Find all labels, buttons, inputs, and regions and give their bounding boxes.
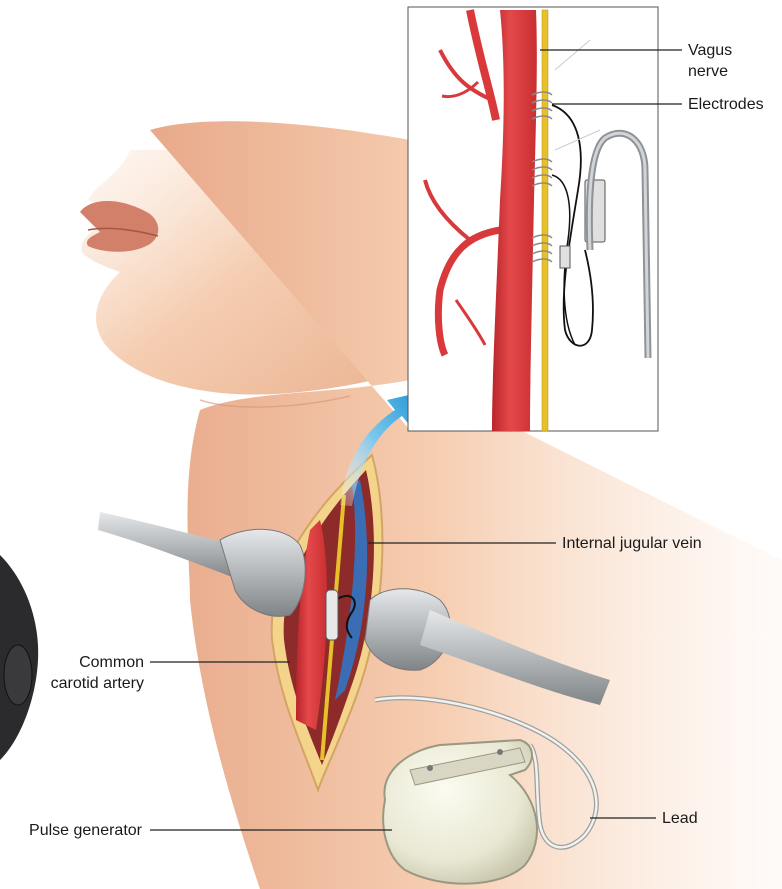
label-lead: Lead [662,808,698,829]
label-electrodes: Electrodes [688,94,764,115]
label-pulse-generator: Pulse generator [29,820,142,841]
label-vagus-line2: nerve [688,61,732,82]
detail-inset [408,7,658,431]
label-vagus-line1: Vagus [688,40,732,61]
label-vagus-nerve: Vagus nerve [688,40,732,82]
label-carotid-line2: carotid artery [51,673,144,694]
label-carotid-line1: Common [51,652,144,673]
label-internal-jugular-vein: Internal jugular vein [562,533,702,554]
pulse-generator-device [383,740,537,884]
label-common-carotid-artery: Common carotid artery [51,652,144,694]
device-edge-fragment [0,555,38,760]
